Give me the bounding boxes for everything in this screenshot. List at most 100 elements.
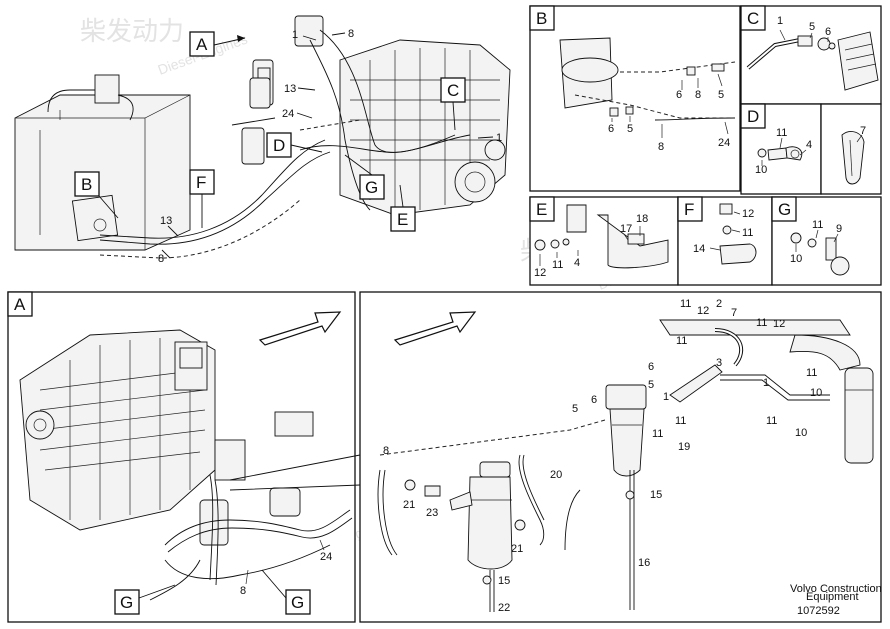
part-number: 18 xyxy=(636,213,648,225)
part-number: 1 xyxy=(763,377,769,389)
part-number: 10 xyxy=(795,427,807,439)
part-number: 11 xyxy=(680,298,691,310)
callout-label: F xyxy=(196,173,206,192)
part-number: 15 xyxy=(650,489,662,501)
part-number: 11 xyxy=(742,227,753,239)
part-number: 22 xyxy=(498,602,510,614)
callout-label: A xyxy=(196,35,208,54)
callout-label: C xyxy=(447,81,459,100)
footer-block: Volvo Construction Equipment 1072592 xyxy=(790,583,882,617)
overview-number: 1 xyxy=(496,132,502,144)
part-number: 17 xyxy=(620,223,632,235)
callout-box-a xyxy=(189,31,215,57)
part-number: 1 xyxy=(777,15,783,27)
part-number: 24 xyxy=(718,137,730,149)
part-number: 12 xyxy=(773,318,785,330)
part-number: 6 xyxy=(591,394,597,406)
part-number: 10 xyxy=(810,387,822,399)
part-number: 11 xyxy=(552,259,563,271)
panel-title: B xyxy=(536,9,547,28)
detail-panel-g: G 11 9 10 xyxy=(771,196,882,286)
part-number: 5 xyxy=(809,21,815,33)
part-number: 6 xyxy=(608,123,614,135)
overview-number: 13 xyxy=(284,83,296,95)
part-number: 21 xyxy=(511,543,523,555)
part-number: 11 xyxy=(675,415,686,427)
callout-box-g xyxy=(359,174,385,200)
part-number: 8 xyxy=(383,445,389,457)
detail-panel-d2: 7 xyxy=(820,103,882,195)
part-number: 10 xyxy=(790,253,802,265)
part-number: 6 xyxy=(648,361,654,373)
part-number: 11 xyxy=(806,367,817,379)
part-number: 7 xyxy=(731,307,737,319)
part-number: 12 xyxy=(742,208,754,220)
part-number: 6 xyxy=(676,89,682,101)
panel-title: F xyxy=(684,200,694,219)
panel-title: C xyxy=(747,9,759,28)
footer-company-line2: Equipment xyxy=(806,591,859,603)
overview-number: 8 xyxy=(348,28,354,40)
part-number: 8 xyxy=(240,585,246,597)
part-number: 7 xyxy=(860,125,866,137)
part-number: 11 xyxy=(812,219,823,231)
part-number: 1 xyxy=(663,391,669,403)
part-number: 11 xyxy=(776,127,787,139)
detail-panel-d: D 11 4 10 xyxy=(740,103,822,195)
callout-box-d xyxy=(266,132,292,158)
part-number: 10 xyxy=(755,164,767,176)
part-number: 11 xyxy=(676,335,687,347)
part-number: 5 xyxy=(648,379,654,391)
panel-title: G xyxy=(778,200,791,219)
part-number: 9 xyxy=(836,223,842,235)
overview-number: 24 xyxy=(282,108,294,120)
part-number: 6 xyxy=(825,26,831,38)
footer-doc-number: 1072592 xyxy=(797,605,840,617)
part-number: 5 xyxy=(572,403,578,415)
detail-panel-b: B 6 8 5 24 6 5 8 xyxy=(529,5,741,192)
overview-number: 8 xyxy=(158,253,164,265)
part-number: 5 xyxy=(627,123,633,135)
footer-company: Volvo Construction xyxy=(790,583,882,595)
detail-panel-e: E 18 17 4 11 12 xyxy=(529,196,679,286)
part-number: 20 xyxy=(550,469,562,481)
part-number: 8 xyxy=(695,89,701,101)
part-number: 23 xyxy=(426,507,438,519)
part-number: 12 xyxy=(534,267,546,279)
callout-label: E xyxy=(397,210,408,229)
part-number: 8 xyxy=(658,141,664,153)
callout-label: B xyxy=(81,175,92,194)
overview-number: 1 xyxy=(292,29,298,41)
part-number: 21 xyxy=(403,499,415,511)
callout-label: G xyxy=(291,593,304,612)
part-number: 11 xyxy=(756,317,767,329)
watermark-cn: 柴发动力 xyxy=(80,16,184,46)
callout-box-b xyxy=(74,171,100,197)
panel-title: A xyxy=(14,295,26,314)
part-number: 24 xyxy=(320,551,332,563)
pre-filter xyxy=(294,15,324,47)
panel-title: E xyxy=(536,200,547,219)
detail-panel-f: F 12 11 14 xyxy=(677,196,773,286)
part-number: 4 xyxy=(806,139,812,151)
overview-illustration: 1 8 13 24 1 13 8 A B C D E F G xyxy=(14,15,511,265)
part-number: 14 xyxy=(693,243,705,255)
part-number: 2 xyxy=(716,298,722,310)
part-number: 16 xyxy=(638,557,650,569)
part-number: 12 xyxy=(697,305,709,317)
callout-label: D xyxy=(273,136,285,155)
part-number: 11 xyxy=(766,415,777,427)
exploded-view-numbers: 11 12 2 7 11 12 11 6 3 5 1 11 10 5 11 6 … xyxy=(383,298,822,614)
part-number: 5 xyxy=(718,89,724,101)
part-number: 3 xyxy=(716,357,722,369)
callout-label: G xyxy=(365,178,378,197)
detail-panel-c: C 1 5 6 xyxy=(740,5,882,105)
panel-title: D xyxy=(747,107,759,126)
fuel-tank xyxy=(14,94,191,251)
exploded-view-panel: 11 12 2 7 11 12 11 6 3 5 1 11 10 5 11 6 … xyxy=(359,291,882,623)
part-number: 11 xyxy=(652,428,663,440)
tank-filler-cap xyxy=(94,74,120,104)
part-number: 15 xyxy=(498,575,510,587)
part-number: 4 xyxy=(574,257,580,269)
